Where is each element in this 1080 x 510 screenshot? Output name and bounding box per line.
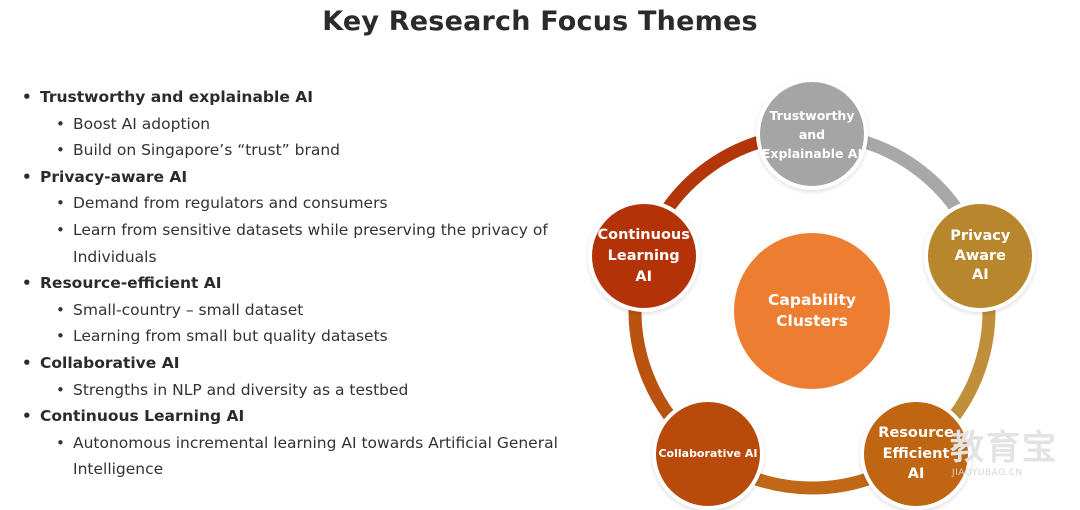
theme-point: • Strengths in NLP and diversity as a tes…: [56, 377, 567, 404]
theme-point: • Boost AI adoption: [56, 111, 567, 138]
bullet-icon: •: [22, 88, 32, 106]
bullet-icon: •: [56, 141, 65, 160]
theme-point: • Autonomous incremental learning AI towa…: [56, 430, 567, 483]
node-label: Resource Efficient AI: [878, 425, 954, 483]
theme-point: • Demand from regulators and consumers: [56, 190, 567, 217]
theme-point-text: Boost AI adoption: [73, 114, 211, 133]
theme-point-text: Learn from sensitive datasets while pres…: [73, 220, 548, 266]
bullet-icon: •: [56, 300, 65, 319]
center-node-capability-clusters: Capability Clusters: [734, 233, 890, 389]
theme-point-text: Build on Singapore’s “trust” brand: [73, 141, 340, 160]
theme-heading: Continuous Learning AI: [40, 407, 245, 426]
theme-point-text: Strengths in NLP and diversity as a test…: [73, 380, 409, 399]
node-label: Collaborative AI: [658, 447, 758, 461]
theme-points: • Boost AI adoption • Build on Singapore’s…: [22, 111, 567, 164]
theme-points: • Demand from regulators and consumers • L…: [22, 190, 567, 270]
bullet-icon: •: [56, 327, 65, 346]
theme-point: • Learning from small but quality dataset…: [56, 323, 567, 350]
theme-heading: Trustworthy and explainable AI: [40, 88, 313, 106]
bullet-icon: •: [22, 407, 32, 426]
bullet-icon: •: [56, 220, 65, 239]
capability-cycle-diagram: Capability Clusters Trustworthy and Expl…: [587, 75, 1040, 510]
theme-item: • Resource-efficient AI • Small-country – …: [22, 270, 567, 350]
theme-heading-row: • Continuous Learning AI: [22, 403, 567, 430]
theme-item: • Privacy-aware AI • Demand from regulator…: [22, 164, 567, 270]
bullet-icon: •: [22, 274, 32, 293]
theme-item: • Continuous Learning AI • Autonomous incr…: [22, 403, 567, 483]
theme-item: • Collaborative AI • Strengths in NLP and …: [22, 350, 567, 403]
theme-heading-row: • Collaborative AI: [22, 350, 567, 377]
theme-point: • Learn from sensitive datasets while pre…: [56, 217, 567, 270]
theme-heading: Collaborative AI: [40, 353, 180, 372]
theme-heading-row: • Resource-efficient AI: [22, 270, 567, 297]
node-continuous-learning-ai: Continuous Learning AI: [587, 200, 700, 313]
watermark-logo: 教育宝: [950, 428, 1058, 468]
theme-heading: Resource-efficient AI: [40, 274, 222, 293]
node-resource-efficient-ai: Resource Efficient AI: [860, 398, 973, 510]
bullet-icon: •: [22, 167, 32, 186]
theme-item: • Trustworthy and explainable AI • Boost A…: [22, 84, 567, 164]
node-collaborative-ai: Collaborative AI: [651, 398, 764, 510]
node-privacy-aware-ai: Privacy Aware AI: [924, 200, 1037, 313]
page-title: Key Research Focus Themes: [322, 6, 758, 37]
node-trustworthy-explainable-ai: Trustworthy and Explainable AI: [756, 78, 868, 190]
theme-points: • Autonomous incremental learning AI towa…: [22, 430, 567, 483]
theme-point-text: Demand from regulators and consumers: [73, 194, 388, 213]
theme-point: • Build on Singapore’s “trust” brand: [56, 137, 567, 164]
theme-point-text: Small-country – small dataset: [73, 300, 304, 319]
node-label: Privacy Aware AI: [950, 228, 1011, 284]
theme-point-text: Autonomous incremental learning AI towar…: [73, 433, 558, 479]
theme-points: • Small-country – small dataset • Learning…: [22, 297, 567, 350]
watermark-url: JIAOYUBAO.CN: [952, 468, 1023, 478]
theme-heading: Privacy-aware AI: [40, 167, 188, 186]
bullet-icon: •: [56, 380, 65, 399]
bullet-icon: •: [56, 194, 65, 213]
theme-point: • Small-country – small dataset: [56, 297, 567, 324]
theme-heading-row: • Trustworthy and explainable AI: [22, 84, 567, 111]
node-label: Trustworthy and Explainable AI: [761, 107, 863, 161]
theme-point-text: Learning from small but quality datasets: [73, 327, 388, 346]
theme-heading-row: • Privacy-aware AI: [22, 164, 567, 191]
bullet-icon: •: [56, 114, 65, 133]
bullet-icon: •: [22, 353, 32, 372]
theme-points: • Strengths in NLP and diversity as a tes…: [22, 377, 567, 404]
node-label: Continuous Learning AI: [597, 226, 690, 285]
watermark: 教育宝 JIAOYUBAO.CN: [950, 428, 1060, 488]
bullet-icon: •: [56, 433, 65, 452]
theme-list: • Trustworthy and explainable AI • Boost A…: [22, 84, 567, 483]
